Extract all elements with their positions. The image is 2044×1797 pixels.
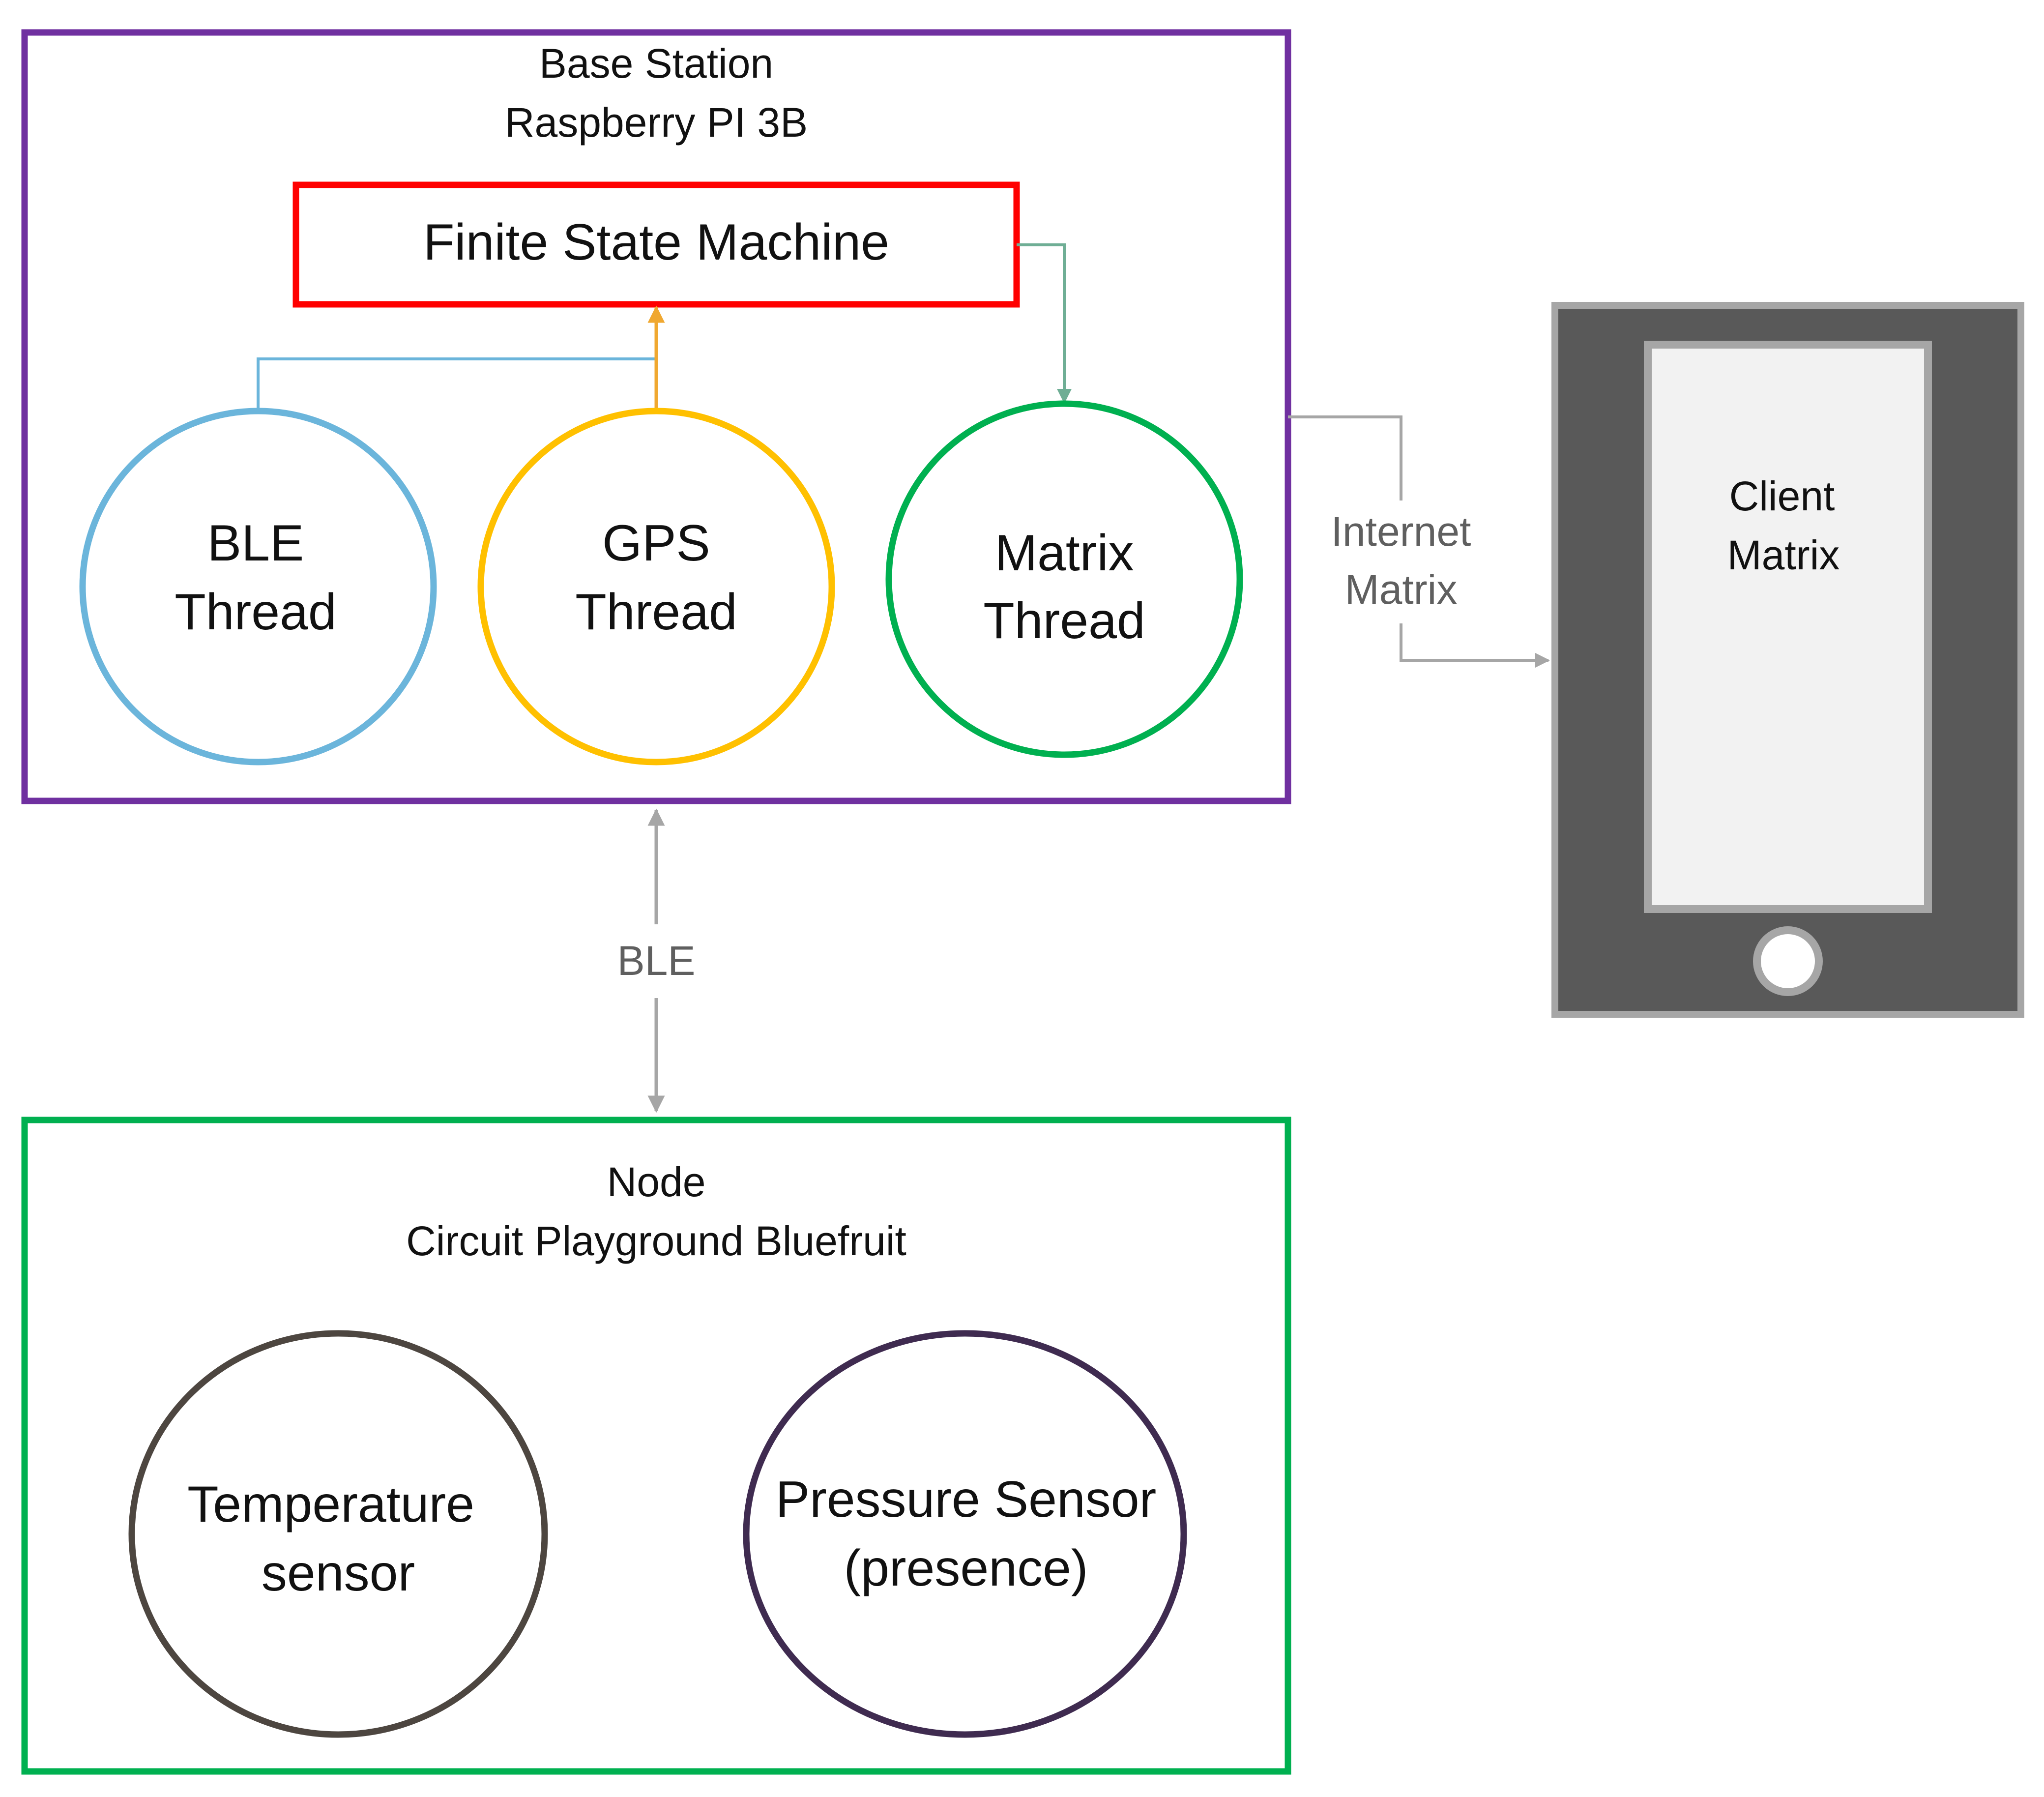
ble-thread-connector [257,357,656,412]
matrix-thread-line2: Thread [983,592,1145,649]
ble-link: BLE [617,808,696,1113]
pressure-sensor-node: Pressure Sensor (presence) [743,1330,1187,1738]
internet-connection: Internet Matrix [1288,415,1550,668]
pressure-sensor-line2: (presence) [844,1540,1088,1597]
temperature-sensor-line2: sensor [262,1545,415,1602]
phone-home-button [1753,926,1823,996]
ble-thread-line1: BLE [207,515,304,572]
internet-arrow [1400,623,1550,668]
gps-thread-node: GPS Thread [477,408,835,766]
base-station-subtitle: Raspberry PI 3B [505,99,808,146]
gps-thread-line2: Thread [575,584,737,641]
ble-thread-line2: Thread [175,584,337,641]
internet-line-top [1288,415,1402,501]
matrix-thread-node: Matrix Thread [885,400,1243,758]
node-box [21,1117,1291,1775]
internet-label-line2: Matrix [1345,566,1458,613]
ble-link-label: BLE [617,938,696,984]
gps-thread-line1: GPS [602,515,710,572]
temperature-sensor-node: Temperature sensor [128,1330,548,1738]
node-container: Node Circuit Playground Bluefruit Temper… [21,1117,1291,1775]
fsm-label: Finite State Machine [423,214,889,271]
matrix-thread-line1: Matrix [994,525,1134,582]
fsm-to-matrix-arrow [1017,243,1072,404]
temperature-sensor-line1: Temperature [187,1476,474,1533]
client-label-line2: Matrix [1727,532,1840,578]
node-title: Node [607,1159,706,1205]
client-label-line1: Client [1729,473,1835,519]
base-station-container: Base Station Raspberry PI 3B Finite Stat… [21,29,1291,804]
internet-label-line1: Internet [1331,508,1471,555]
fsm-box: Finite State Machine [292,181,1020,308]
node-subtitle: Circuit Playground Bluefruit [406,1218,906,1264]
client-device: Client Matrix [1551,302,2024,1018]
phone-screen [1644,341,1932,913]
pressure-sensor-line1: Pressure Sensor [776,1471,1157,1528]
base-station-title: Base Station [539,40,773,87]
ble-thread-node: BLE Thread [79,408,437,766]
